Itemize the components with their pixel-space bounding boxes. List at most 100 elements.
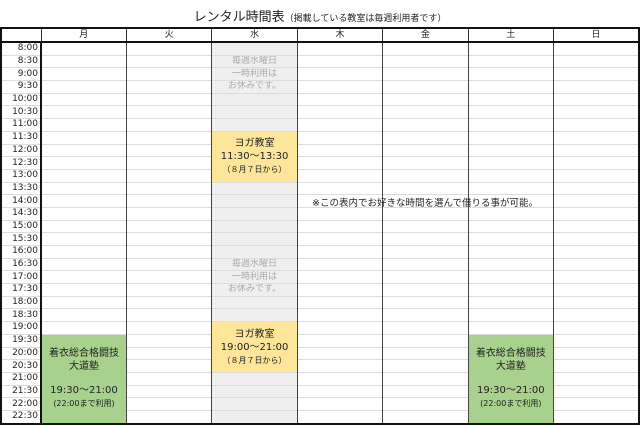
time-slot[interactable] <box>296 67 384 81</box>
time-slot[interactable] <box>553 54 640 68</box>
time-slot[interactable] <box>125 232 213 246</box>
time-slot[interactable] <box>40 245 127 259</box>
time-slot[interactable] <box>467 156 555 170</box>
time-slot[interactable] <box>125 371 213 386</box>
time-slot[interactable] <box>40 67 127 81</box>
time-slot[interactable] <box>467 92 555 106</box>
time-slot[interactable] <box>296 143 384 157</box>
time-slot[interactable] <box>553 156 640 170</box>
time-slot[interactable] <box>40 143 127 157</box>
time-slot[interactable] <box>553 130 640 144</box>
time-slot[interactable] <box>382 295 469 309</box>
time-slot[interactable] <box>125 333 213 347</box>
time-slot[interactable] <box>40 295 127 309</box>
time-slot[interactable] <box>467 168 555 183</box>
closed-slot[interactable] <box>211 409 298 424</box>
closed-slot[interactable] <box>211 397 298 411</box>
time-slot[interactable] <box>296 219 384 233</box>
time-slot[interactable] <box>553 359 640 373</box>
time-slot[interactable] <box>382 397 469 411</box>
time-slot[interactable] <box>125 321 213 335</box>
time-slot[interactable] <box>467 80 555 94</box>
closed-slot[interactable] <box>211 371 298 386</box>
time-slot[interactable] <box>125 194 213 208</box>
time-slot[interactable] <box>125 295 213 309</box>
time-slot[interactable] <box>125 308 213 322</box>
closed-slot[interactable]: 一時利用は <box>211 67 298 81</box>
time-slot[interactable] <box>40 118 127 132</box>
time-slot[interactable] <box>553 257 640 271</box>
time-slot[interactable] <box>382 92 469 106</box>
time-slot[interactable] <box>553 321 640 335</box>
time-slot[interactable] <box>40 181 127 195</box>
closed-slot[interactable] <box>211 105 298 119</box>
time-slot[interactable] <box>382 80 469 94</box>
time-slot[interactable] <box>467 118 555 132</box>
time-slot[interactable] <box>125 143 213 157</box>
time-slot[interactable] <box>296 346 384 360</box>
time-slot[interactable] <box>382 371 469 386</box>
time-slot[interactable] <box>296 257 384 271</box>
closed-slot[interactable] <box>211 245 298 259</box>
time-slot[interactable] <box>296 321 384 335</box>
time-slot[interactable] <box>125 409 213 424</box>
time-slot[interactable] <box>382 156 469 170</box>
time-slot[interactable] <box>382 409 469 424</box>
time-slot[interactable] <box>296 118 384 132</box>
time-slot[interactable] <box>296 409 384 424</box>
time-slot[interactable] <box>296 295 384 309</box>
time-slot[interactable] <box>382 67 469 81</box>
closed-slot[interactable]: お休みです。 <box>211 283 298 297</box>
time-slot[interactable] <box>125 118 213 132</box>
time-slot[interactable] <box>125 384 213 398</box>
time-slot[interactable] <box>382 118 469 132</box>
time-slot[interactable] <box>125 168 213 183</box>
closed-slot[interactable] <box>211 232 298 246</box>
time-slot[interactable] <box>467 143 555 157</box>
time-slot[interactable] <box>40 41 127 56</box>
time-slot[interactable] <box>382 206 469 221</box>
closed-slot[interactable]: 一時利用は <box>211 270 298 284</box>
time-slot[interactable] <box>296 181 384 195</box>
time-slot[interactable] <box>40 270 127 284</box>
time-slot[interactable] <box>553 283 640 297</box>
time-slot[interactable] <box>382 219 469 233</box>
time-slot[interactable] <box>467 105 555 119</box>
closed-slot[interactable]: お休みです。 <box>211 80 298 94</box>
time-slot[interactable] <box>553 143 640 157</box>
closed-slot[interactable]: 毎週水曜日 <box>211 257 298 271</box>
time-slot[interactable] <box>382 168 469 183</box>
time-slot[interactable] <box>382 346 469 360</box>
closed-slot[interactable] <box>211 194 298 208</box>
time-slot[interactable] <box>296 206 384 221</box>
time-slot[interactable] <box>467 41 555 56</box>
time-slot[interactable] <box>553 92 640 106</box>
time-slot[interactable] <box>553 41 640 56</box>
time-slot[interactable] <box>296 168 384 183</box>
time-slot[interactable] <box>467 245 555 259</box>
time-slot[interactable] <box>125 346 213 360</box>
time-slot[interactable] <box>40 80 127 94</box>
time-slot[interactable] <box>553 118 640 132</box>
time-slot[interactable] <box>553 384 640 398</box>
time-slot[interactable] <box>40 206 127 221</box>
time-slot[interactable] <box>296 92 384 106</box>
closed-slot[interactable] <box>211 118 298 132</box>
time-slot[interactable] <box>296 105 384 119</box>
closed-slot[interactable] <box>211 384 298 398</box>
time-slot[interactable] <box>382 130 469 144</box>
time-slot[interactable] <box>553 371 640 386</box>
time-slot[interactable] <box>40 283 127 297</box>
closed-slot[interactable] <box>211 308 298 322</box>
time-slot[interactable] <box>296 384 384 398</box>
time-slot[interactable] <box>382 321 469 335</box>
time-slot[interactable] <box>553 346 640 360</box>
time-slot[interactable] <box>467 283 555 297</box>
time-slot[interactable] <box>382 41 469 56</box>
time-slot[interactable] <box>296 270 384 284</box>
time-slot[interactable] <box>296 245 384 259</box>
time-slot[interactable] <box>553 232 640 246</box>
time-slot[interactable] <box>467 308 555 322</box>
closed-slot[interactable] <box>211 92 298 106</box>
time-slot[interactable] <box>467 295 555 309</box>
